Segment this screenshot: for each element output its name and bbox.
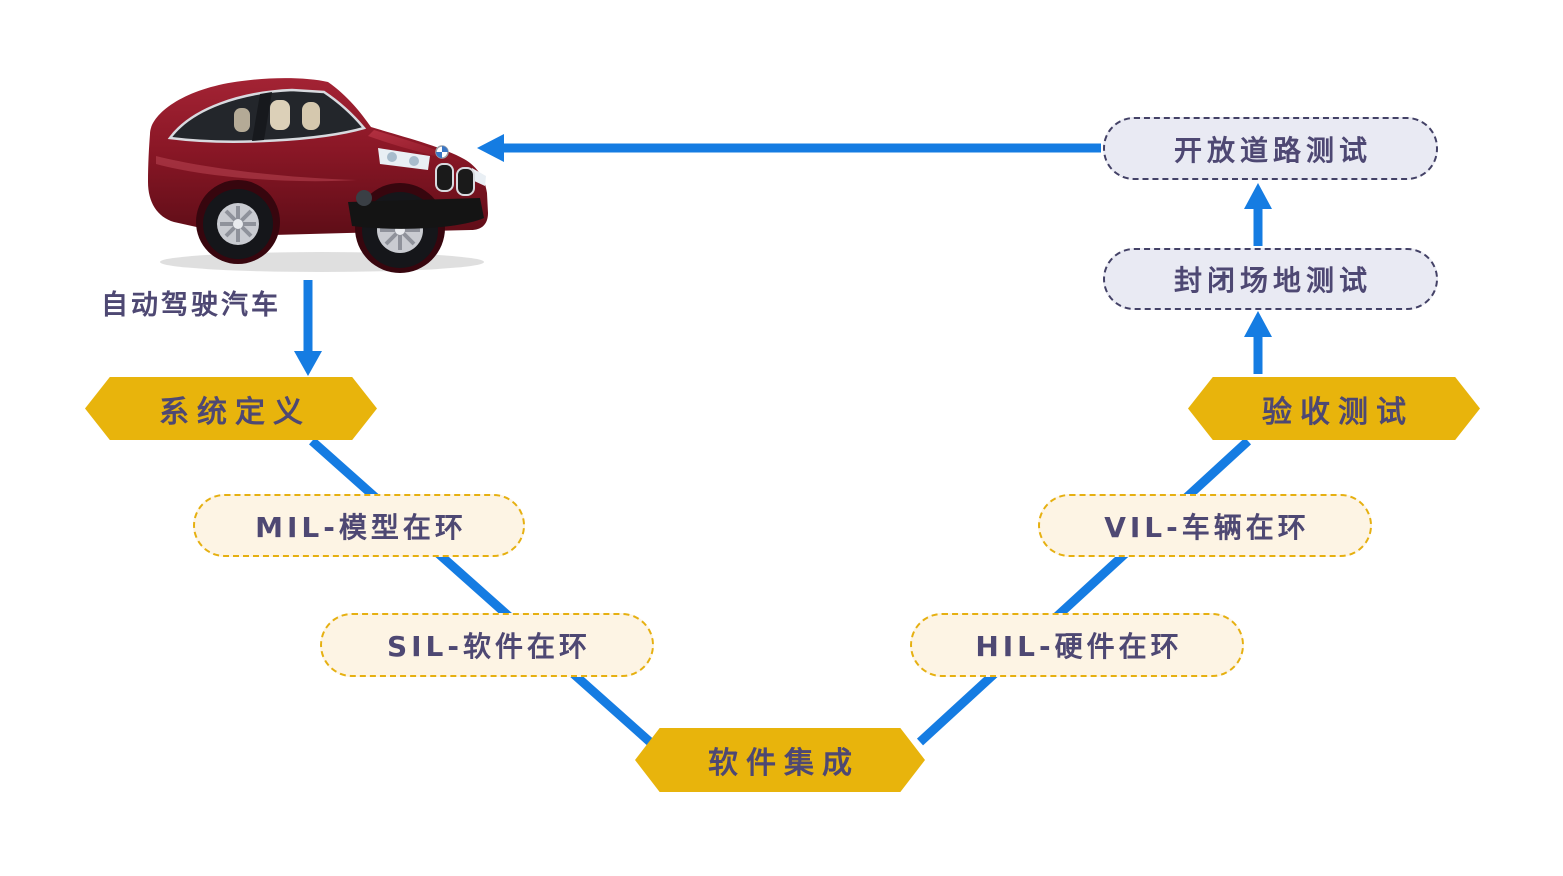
arrow-acceptance-to-closed-field <box>1244 311 1272 374</box>
node-hil: HIL-硬件在环 <box>910 613 1244 677</box>
red-suv-illustration <box>148 78 488 273</box>
car-image <box>142 52 492 278</box>
connector-left-diagonal <box>309 437 653 746</box>
node-closed-field-test: 封闭场地测试 <box>1103 248 1438 310</box>
node-acceptance-test: 验收测试 <box>1188 377 1480 440</box>
arrow-open-road-to-car <box>477 134 1101 162</box>
node-system-definition: 系统定义 <box>85 377 377 440</box>
arrow-car-to-system-definition <box>294 280 322 376</box>
connector-right-diagonal <box>916 437 1252 746</box>
car-label: 自动驾驶汽车 <box>101 290 281 321</box>
arrow-closed-field-to-open-road <box>1244 183 1272 246</box>
node-open-road-test: 开放道路测试 <box>1103 117 1438 180</box>
node-mil: MIL-模型在环 <box>193 494 525 557</box>
node-vil: VIL-车辆在环 <box>1038 494 1372 557</box>
node-software-integration: 软件集成 <box>635 728 925 792</box>
rear-wheel <box>203 189 273 259</box>
node-sil: SIL-软件在环 <box>320 613 654 677</box>
